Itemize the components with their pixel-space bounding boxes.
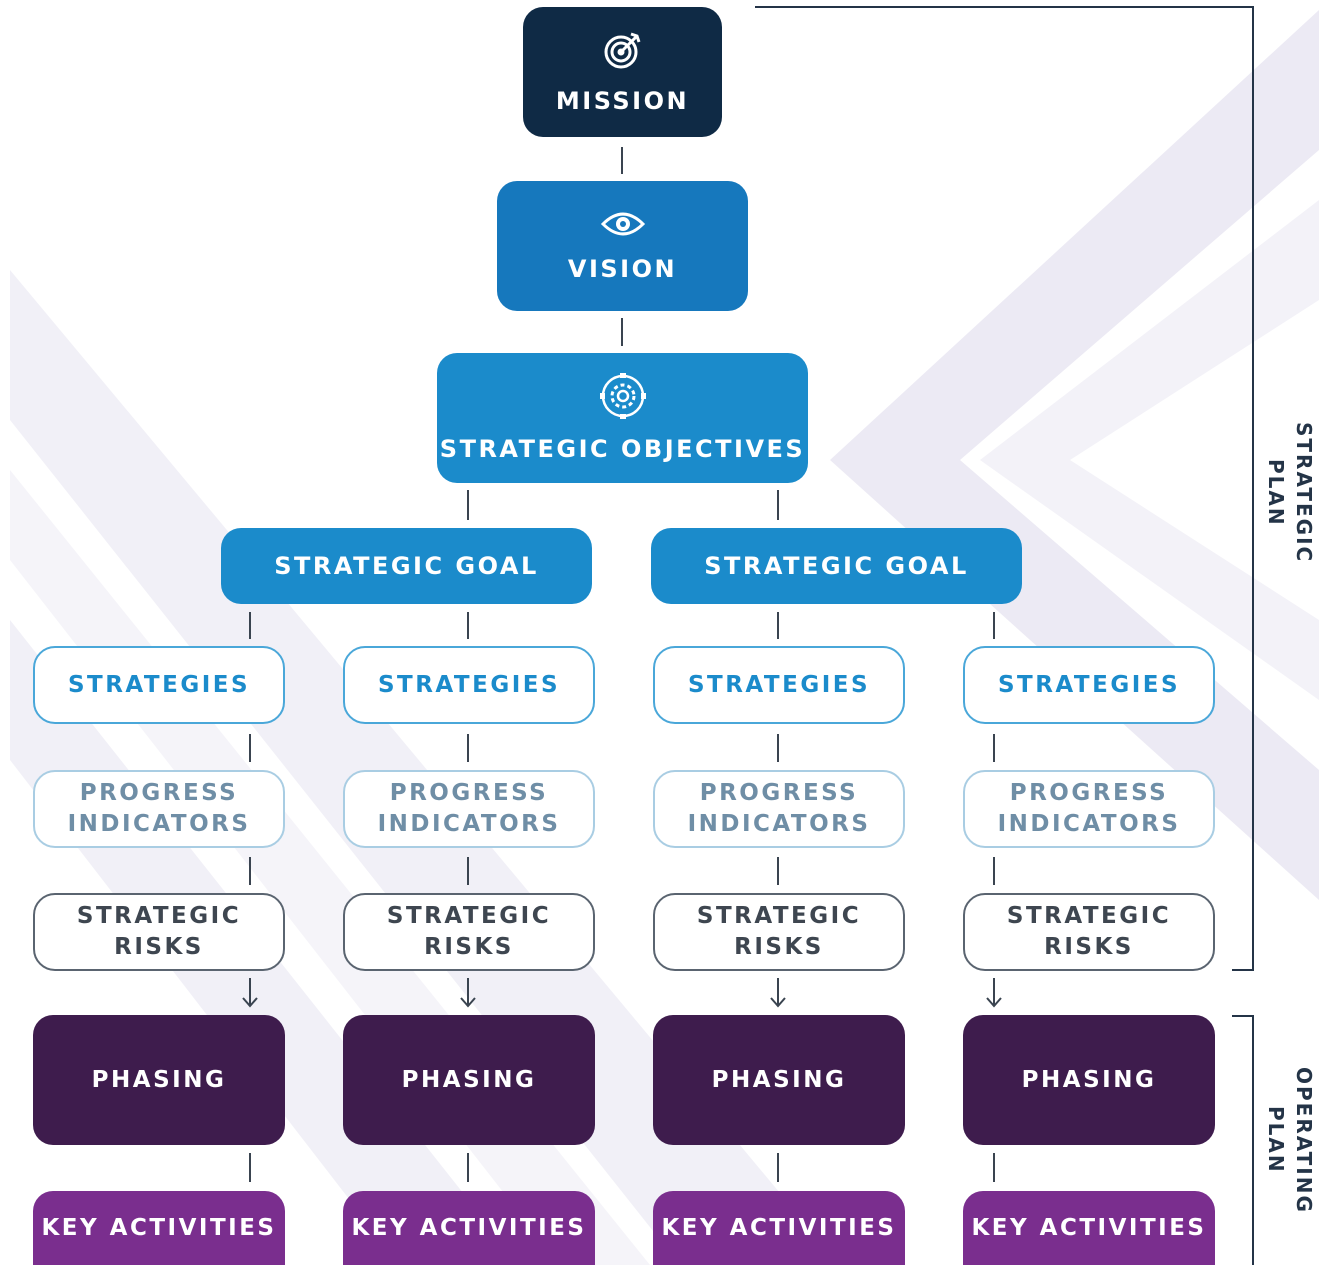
strategic-risks-box: STRATEGIC RISKS [343,893,595,971]
eye-icon [600,212,645,235]
phasing-box: PHASING [963,1015,1215,1145]
strategies-box: STRATEGIES [33,646,285,724]
mission-box: MISSION [523,7,722,137]
strategic-risks-label: STRATEGIC RISKS [1006,903,1172,960]
strategic-risks-label: STRATEGIC RISKS [386,903,552,960]
strategic-risks-label: STRATEGIC RISKS [696,903,862,960]
strategies-box: STRATEGIES [343,646,595,724]
key-activities-box: KEY ACTIVITIES [343,1191,595,1265]
strategic-risks-label: STRATEGIC RISKS [76,903,242,960]
phasing-label: PHASING [711,1066,847,1093]
operating-plan-bracket [1232,1015,1254,1265]
phasing-label: PHASING [91,1066,227,1093]
strategic-objectives-box: STRATEGIC OBJECTIVES [437,353,808,483]
key-activities-box: KEY ACTIVITIES [963,1191,1215,1265]
key-activities-label: KEY ACTIVITIES [661,1214,897,1241]
strategic-goal-label: STRATEGIC GOAL [704,551,969,580]
strategic-risks-box: STRATEGIC RISKS [653,893,905,971]
strategies-label: STRATEGIES [997,671,1181,698]
progress-indicators-box: PROGRESS INDICATORS [653,770,905,848]
strategies-label: STRATEGIES [67,671,251,698]
phasing-box: PHASING [343,1015,595,1145]
key-activities-box: KEY ACTIVITIES [33,1191,285,1265]
progress-indicators-label: PROGRESS INDICATORS [997,780,1181,837]
strategic-goal-label: STRATEGIC GOAL [274,551,539,580]
strategies-label: STRATEGIES [687,671,871,698]
mission-label: MISSION [555,86,690,115]
strategies-label: STRATEGIES [377,671,561,698]
key-activities-label: KEY ACTIVITIES [351,1214,587,1241]
strategies-box: STRATEGIES [653,646,905,724]
progress-indicators-box: PROGRESS INDICATORS [963,770,1215,848]
strategic-objectives-label: STRATEGIC OBJECTIVES [439,434,806,463]
progress-indicators-label: PROGRESS INDICATORS [67,780,251,837]
strategic-goal-box: STRATEGIC GOAL [221,528,592,604]
strategic-goal-box: STRATEGIC GOAL [651,528,1022,604]
progress-indicators-label: PROGRESS INDICATORS [687,780,871,837]
phasing-label: PHASING [1021,1066,1157,1093]
gear-icon [599,372,646,419]
strategic-risks-box: STRATEGIC RISKS [33,893,285,971]
phasing-box: PHASING [33,1015,285,1145]
key-activities-label: KEY ACTIVITIES [971,1214,1207,1241]
strategic-plan-label: FIVE-YEAR STRATEGIC PLAN [1264,422,1316,564]
strategic-risks-box: STRATEGIC RISKS [963,893,1215,971]
progress-indicators-box: PROGRESS INDICATORS [33,770,285,848]
key-activities-label: KEY ACTIVITIES [41,1214,277,1241]
progress-indicators-label: PROGRESS INDICATORS [377,780,561,837]
target-icon [604,32,640,68]
progress-indicators-box: PROGRESS INDICATORS [343,770,595,848]
vision-box: VISION [497,181,748,311]
phasing-box: PHASING [653,1015,905,1145]
phasing-label: PHASING [401,1066,537,1093]
vision-label: VISION [567,254,678,283]
operating-plan-label: FIVE-YEAR OPERATING PLAN [1264,1066,1316,1214]
strategies-box: STRATEGIES [963,646,1215,724]
key-activities-box: KEY ACTIVITIES [653,1191,905,1265]
strategic-plan-bracket [755,6,1254,971]
